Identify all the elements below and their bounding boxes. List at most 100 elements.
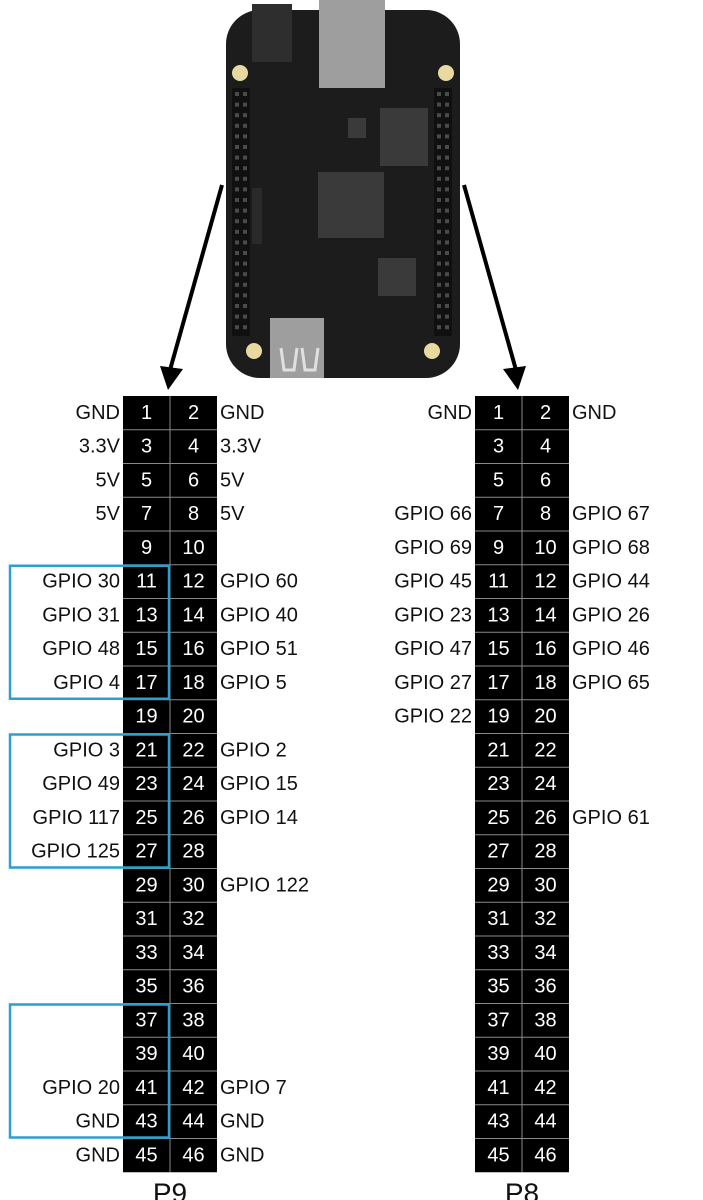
header-name: P9 — [153, 1177, 187, 1200]
header-pin-dot — [235, 229, 239, 234]
pin-number: 30 — [182, 874, 204, 896]
pin-number: 46 — [534, 1144, 556, 1166]
header-pin-dot — [235, 293, 239, 298]
pin-number: 11 — [488, 571, 509, 593]
header-pin-dot — [235, 325, 239, 330]
arrow-icon — [168, 184, 224, 371]
highlight-box — [8, 564, 171, 700]
header-pin-dot — [243, 92, 247, 96]
header-pin-dot — [235, 208, 239, 213]
header-pin-dot — [235, 282, 239, 287]
pin-label: GPIO 65 — [572, 672, 650, 694]
mounting-hole-icon — [424, 343, 440, 359]
chip-regulator — [378, 258, 416, 296]
header-pin-dot — [445, 134, 449, 139]
arrow-icon — [462, 184, 518, 371]
pin-number: 6 — [188, 469, 199, 491]
header-pin-dot — [243, 208, 247, 213]
header-pin-dot — [437, 123, 441, 128]
header-pin-dot — [235, 314, 239, 319]
pin-number: 17 — [135, 672, 157, 694]
header-pin-dot — [243, 240, 247, 245]
header-pin-dot — [437, 134, 441, 139]
pin-label: GPIO 67 — [572, 503, 650, 525]
pin-number: 36 — [182, 976, 204, 998]
pin-number: 25 — [135, 807, 157, 829]
header-pin-dot — [243, 219, 247, 224]
header-pin-dot — [243, 272, 247, 277]
pin-number: 1 — [493, 402, 504, 424]
power-jack — [252, 4, 292, 62]
header-pin-dot — [445, 261, 449, 266]
pin-label: GPIO 51 — [220, 638, 298, 660]
pin-number: 32 — [182, 908, 204, 930]
header-pin-dot — [437, 251, 441, 255]
header-pin-dot — [437, 219, 441, 224]
mounting-hole-icon — [232, 65, 248, 81]
header-pin-dot — [235, 261, 239, 266]
pin-number: 3 — [141, 436, 152, 458]
highlight-box — [8, 733, 171, 869]
header-pin-dot — [235, 134, 239, 139]
header-pin-dot — [437, 176, 441, 181]
pin-number: 44 — [534, 1111, 556, 1133]
pin-number: 43 — [135, 1111, 157, 1133]
pin-number: 34 — [182, 942, 204, 964]
pin-label: 3.3V — [220, 436, 262, 458]
pin-number: 3 — [493, 436, 504, 458]
header-pin-dot — [243, 282, 247, 287]
header-pins — [235, 92, 449, 330]
header-pin-dot — [445, 145, 449, 149]
header-pin-dot — [445, 229, 449, 234]
header-pin-dot — [437, 314, 441, 319]
header-pin-dot — [235, 155, 239, 160]
board-illustration — [226, 0, 460, 378]
pin-number: 42 — [182, 1077, 204, 1099]
pin-label: GPIO 23 — [394, 604, 472, 626]
pin-number: 37 — [487, 1009, 509, 1031]
header-pin-dot — [235, 251, 239, 255]
header-pin-dot — [437, 304, 441, 308]
pin-number: 35 — [487, 976, 509, 998]
pin-label: GPIO 22 — [394, 706, 472, 728]
pin-number: 45 — [135, 1144, 157, 1166]
pin-label: GPIO 14 — [220, 807, 298, 829]
pin-label: GPIO 46 — [572, 638, 650, 660]
pin-number: 4 — [540, 436, 551, 458]
pin-number: 1 — [141, 402, 152, 424]
pin-number: 5 — [141, 469, 152, 491]
header-pin-dot — [445, 92, 449, 96]
header-pin-dot — [445, 155, 449, 160]
header-pin-dot — [243, 102, 247, 107]
pin-number: 41 — [487, 1077, 509, 1099]
header-pin-dot — [437, 325, 441, 330]
highlight-box — [8, 1003, 171, 1139]
header-pin-dot — [243, 176, 247, 181]
header-pin-dot — [445, 304, 449, 308]
mounting-hole-icon — [438, 65, 454, 81]
pin-number: 16 — [534, 638, 556, 660]
header-pin-dot — [445, 176, 449, 181]
pin-number: 20 — [534, 706, 556, 728]
pin-label: GPIO 5 — [220, 672, 287, 694]
header-pin-dot — [235, 176, 239, 181]
header-pin-dot — [445, 282, 449, 287]
header-pin-dot — [445, 272, 449, 277]
pin-number: 21 — [135, 739, 157, 761]
arrow-icon — [160, 366, 183, 390]
header-pin-dot — [243, 166, 247, 171]
pin-number: 14 — [182, 604, 204, 626]
header-pin-dot — [445, 219, 449, 224]
header-pin-dot — [235, 92, 239, 96]
chip-processor — [380, 108, 428, 166]
pin-label: 5V — [220, 503, 245, 525]
pin-label: GPIO 30 — [42, 571, 120, 593]
pin-label: GPIO 44 — [572, 571, 650, 593]
header-pin-dot — [437, 198, 441, 202]
header-pin-dot — [445, 208, 449, 213]
pin-number: 41 — [135, 1077, 157, 1099]
pin-number: 40 — [534, 1043, 556, 1065]
